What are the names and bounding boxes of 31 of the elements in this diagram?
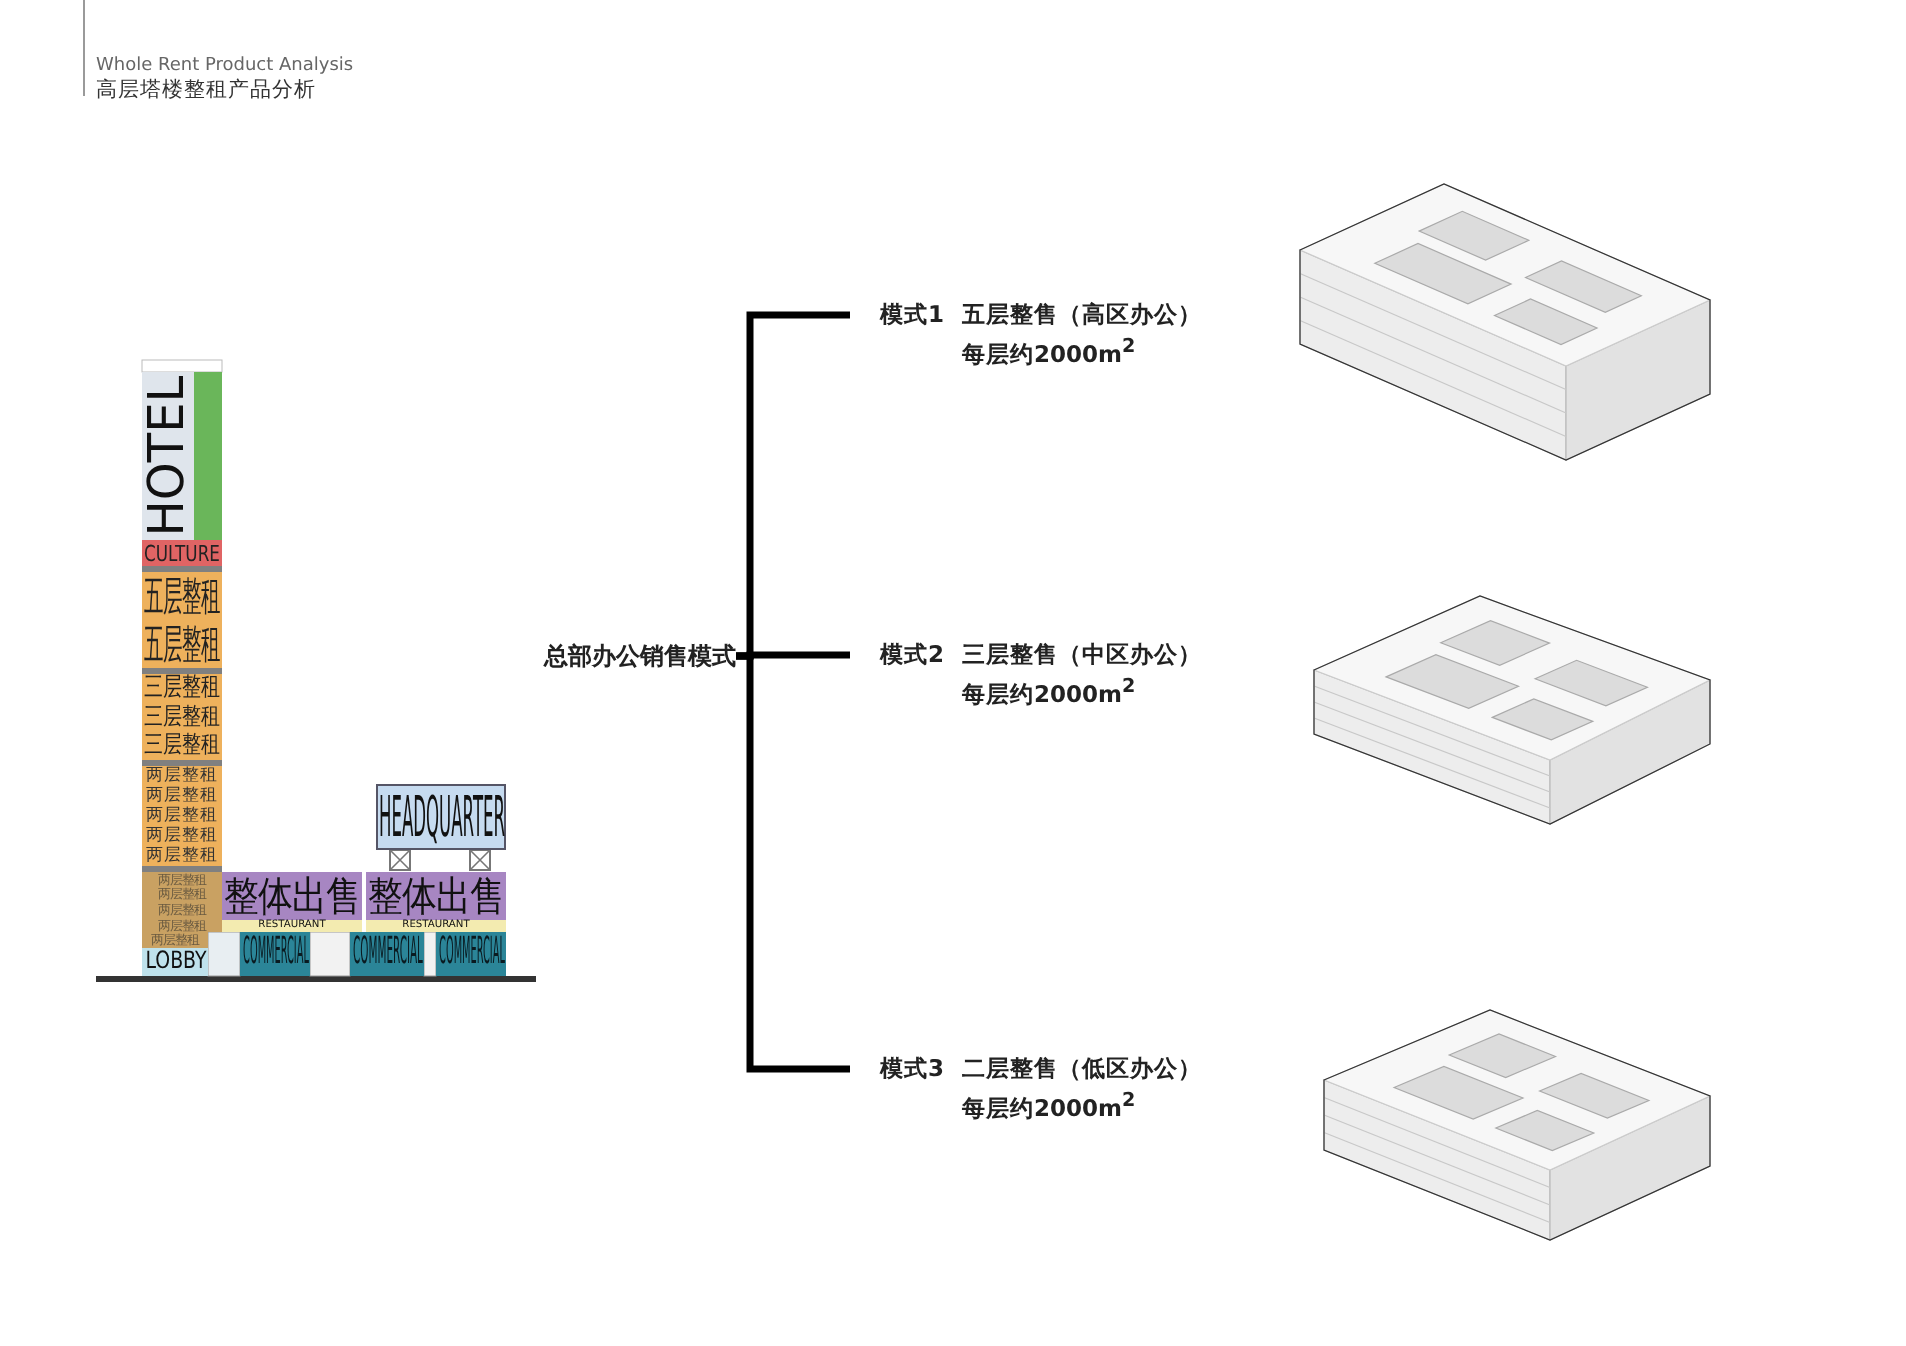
subtitle: 高层塔楼整租产品分析 (96, 80, 316, 101)
floor-band: CULTURE (142, 540, 222, 566)
bracket-connector (736, 652, 850, 1073)
floor-band: 五层整租 (142, 572, 222, 620)
floor-band: 三层整租 (142, 732, 222, 760)
area-note: 每层约2000m$^{2}$ (962, 674, 1138, 710)
floor-band: 两层整租 (142, 846, 222, 866)
area-note: 每层约2000m$^{2}$ (962, 1088, 1138, 1124)
hotel-band: HOTEL (142, 372, 194, 540)
title: Whole Rent Product Analysis (96, 58, 354, 76)
podium-band: 整体出售 (222, 872, 362, 920)
root-label: 总部办公销售模式 (510, 638, 736, 674)
mode-title: 二层整售（低区办公） (962, 1054, 1203, 1084)
mode-label: 模式1 (880, 300, 945, 330)
retail-band: COMMERCIAL (350, 932, 424, 976)
mode-label: 模式3 (880, 1054, 945, 1084)
retail-band: COMMERCIAL (240, 932, 310, 976)
mode-label: 模式2 (880, 640, 945, 670)
floor-band: 三层整租 (142, 674, 222, 704)
podium-band: 整体出售 (366, 872, 506, 920)
lobby-band: LOBBY (142, 948, 208, 976)
mode-title: 五层整售（高区办公） (962, 300, 1203, 330)
mode-title: 三层整售（中区办公） (962, 640, 1203, 670)
floor-band: 五层整租 (142, 620, 222, 668)
floor-band: 两层整租 (142, 806, 222, 826)
area-note: 每层约2000m$^{2}$ (962, 334, 1138, 370)
floor-band: 两层整租 (142, 786, 222, 806)
floor-band: 两层整租 (142, 826, 222, 846)
floor-band: 两层整租 (142, 766, 222, 786)
floor-band: 三层整租 (142, 704, 222, 732)
retail-band: COMMERCIAL (436, 932, 506, 976)
